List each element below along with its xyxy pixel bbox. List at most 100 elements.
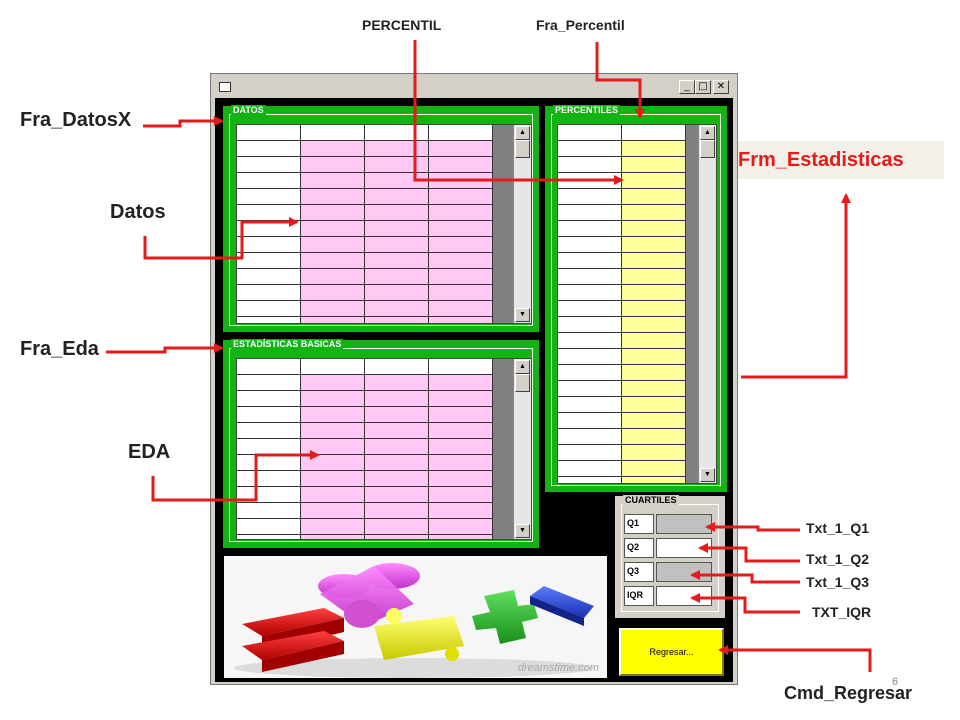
grid-cell[interactable]	[429, 157, 493, 173]
grid-cell[interactable]	[558, 397, 622, 413]
grid-cell[interactable]	[365, 253, 429, 269]
grid-cell[interactable]	[558, 413, 622, 429]
grid-cell[interactable]	[301, 237, 365, 253]
grid-cell[interactable]	[622, 301, 686, 317]
grid-cell[interactable]	[301, 125, 365, 141]
grid-cell[interactable]	[301, 141, 365, 157]
grid-cell[interactable]	[365, 221, 429, 237]
grid-cell[interactable]	[301, 455, 365, 471]
grid-cell[interactable]	[622, 477, 686, 483]
grid-cell[interactable]	[622, 205, 686, 221]
grid-cell[interactable]	[365, 471, 429, 487]
txt-1-q3-field[interactable]	[656, 562, 712, 582]
grid-cell[interactable]	[365, 237, 429, 253]
grid-cell[interactable]	[429, 535, 493, 539]
grid-cell[interactable]	[365, 301, 429, 317]
grid-cell[interactable]	[622, 461, 686, 477]
cmd-regresar-button[interactable]: Regresar...	[619, 628, 724, 676]
grid-cell[interactable]	[365, 439, 429, 455]
grid-cell[interactable]	[301, 285, 365, 301]
grid-cell[interactable]	[558, 333, 622, 349]
grid-cell[interactable]	[365, 423, 429, 439]
grid-cell[interactable]	[622, 285, 686, 301]
scroll-down-arrow-icon[interactable]: ▼	[515, 524, 530, 538]
grid-cell[interactable]	[622, 349, 686, 365]
grid-cell[interactable]	[429, 407, 493, 423]
grid-cell[interactable]	[301, 487, 365, 503]
grid-cell[interactable]	[365, 535, 429, 539]
grid-cell[interactable]	[558, 349, 622, 365]
grid-cell[interactable]	[429, 141, 493, 157]
grid-cell[interactable]	[237, 125, 301, 141]
txt-1-q1-field[interactable]	[656, 514, 712, 534]
grid-cell[interactable]	[622, 397, 686, 413]
grid-cell[interactable]	[301, 269, 365, 285]
grid-cell[interactable]	[237, 407, 301, 423]
grid-cell[interactable]	[558, 317, 622, 333]
grid-cell[interactable]	[429, 253, 493, 269]
grid-cell[interactable]	[237, 519, 301, 535]
grid-cell[interactable]	[365, 189, 429, 205]
grid-cell[interactable]	[365, 157, 429, 173]
grid-cell[interactable]	[365, 125, 429, 141]
grid-cell[interactable]	[237, 391, 301, 407]
grid-cell[interactable]	[237, 285, 301, 301]
grid-cell[interactable]	[237, 503, 301, 519]
grid-cell[interactable]	[365, 173, 429, 189]
grid-cell[interactable]	[237, 189, 301, 205]
txt-1-q2-field[interactable]	[656, 538, 712, 558]
grid-cell[interactable]	[237, 253, 301, 269]
grid-cell[interactable]	[429, 237, 493, 253]
grid-cell[interactable]	[237, 205, 301, 221]
grid-cell[interactable]	[558, 173, 622, 189]
eda-grid[interactable]: ▲▼	[236, 358, 532, 540]
grid-cell[interactable]	[237, 221, 301, 237]
grid-cell[interactable]	[558, 365, 622, 381]
scroll-up-arrow-icon[interactable]: ▲	[515, 126, 530, 140]
grid-cell[interactable]	[558, 221, 622, 237]
grid-cell[interactable]	[558, 429, 622, 445]
minimize-button[interactable]: _	[679, 80, 695, 94]
grid-cell[interactable]	[301, 519, 365, 535]
grid-cell[interactable]	[365, 317, 429, 323]
grid-cell[interactable]	[301, 221, 365, 237]
grid-cell[interactable]	[301, 317, 365, 323]
grid-cell[interactable]	[301, 375, 365, 391]
grid-cell[interactable]	[301, 535, 365, 539]
grid-cell[interactable]	[558, 189, 622, 205]
grid-cell[interactable]	[365, 359, 429, 375]
grid-cell[interactable]	[622, 413, 686, 429]
grid-cell[interactable]	[622, 125, 686, 141]
grid-cell[interactable]	[429, 391, 493, 407]
grid-cell[interactable]	[558, 125, 622, 141]
grid-cell[interactable]	[365, 391, 429, 407]
grid-cell[interactable]	[301, 157, 365, 173]
vertical-scrollbar[interactable]: ▲▼	[698, 125, 716, 483]
vertical-scrollbar[interactable]: ▲▼	[513, 125, 531, 323]
grid-cell[interactable]	[365, 285, 429, 301]
grid-cell[interactable]	[365, 487, 429, 503]
grid-cell[interactable]	[429, 359, 493, 375]
scroll-down-arrow-icon[interactable]: ▼	[515, 308, 530, 322]
grid-cell[interactable]	[622, 157, 686, 173]
grid-cell[interactable]	[558, 237, 622, 253]
grid-cell[interactable]	[429, 439, 493, 455]
grid-cell[interactable]	[429, 317, 493, 323]
grid-cell[interactable]	[429, 285, 493, 301]
grid-cell[interactable]	[558, 285, 622, 301]
percentil-grid[interactable]: ▲▼	[557, 124, 717, 484]
grid-cell[interactable]	[301, 301, 365, 317]
grid-cell[interactable]	[429, 519, 493, 535]
grid-cell[interactable]	[365, 205, 429, 221]
grid-cell[interactable]	[622, 189, 686, 205]
grid-cell[interactable]	[365, 503, 429, 519]
scroll-thumb[interactable]	[515, 374, 530, 392]
grid-cell[interactable]	[622, 237, 686, 253]
grid-cell[interactable]	[301, 253, 365, 269]
grid-cell[interactable]	[237, 423, 301, 439]
grid-cell[interactable]	[301, 471, 365, 487]
datos-grid[interactable]: ▲▼	[236, 124, 532, 324]
grid-cell[interactable]	[622, 365, 686, 381]
grid-cell[interactable]	[237, 157, 301, 173]
grid-cell[interactable]	[237, 471, 301, 487]
